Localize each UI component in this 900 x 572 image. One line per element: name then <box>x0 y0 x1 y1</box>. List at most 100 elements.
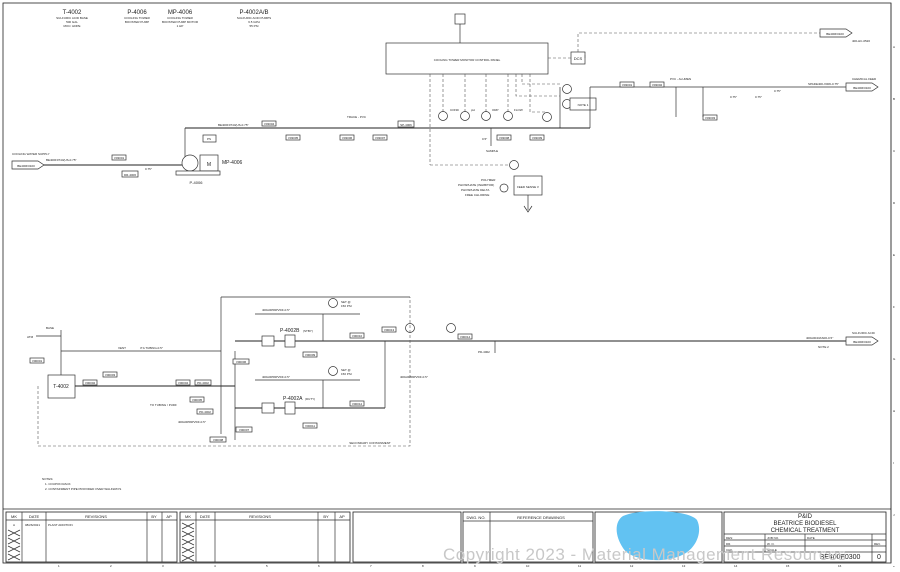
grid-letter: F <box>893 305 895 309</box>
svg-text:SULFURIC ACID PUMPS: SULFURIC ACID PUMPS <box>237 16 271 20</box>
svg-text:V00001: V00001 <box>32 359 43 363</box>
grid-number: 9 <box>474 564 476 567</box>
svg-text:0.75": 0.75" <box>774 89 781 93</box>
svg-text:TO TUBING / PUDF: TO TUBING / PUDF <box>150 403 177 407</box>
svg-text:55 PSI: 55 PSI <box>249 24 258 28</box>
svg-text:BOOSTER PUMP MOTOR: BOOSTER PUMP MOTOR <box>162 20 199 24</box>
svg-text:V00014: V00014 <box>460 335 471 339</box>
svg-text:M: M <box>207 162 211 168</box>
svg-text:400A0059PVDF-0.5": 400A0059PVDF-0.5" <box>400 375 428 379</box>
svg-text:V00002: V00002 <box>85 381 96 385</box>
suction-valve-1 <box>82 379 98 386</box>
svg-text:JOB NO.: JOB NO. <box>767 536 779 540</box>
grid-number: 5 <box>266 564 268 567</box>
svg-text:1 HP: 1 HP <box>177 24 184 28</box>
svg-text:DR.: DR. <box>726 542 731 546</box>
drawing-project: BEATRICE BIODIESEL <box>774 521 838 527</box>
svg-text:SET @: SET @ <box>341 368 351 372</box>
reference-drawings-table <box>462 511 594 563</box>
svg-text:BE400F0100: BE400F0100 <box>853 340 871 344</box>
grid-number: 4 <box>214 564 216 567</box>
grid-letter: D <box>893 201 896 205</box>
equipment-legend: T-4002 SULFURIC ACID BASE 500 GAL MOC: H… <box>56 10 271 28</box>
svg-text:400A0059PVDF-0.5": 400A0059PVDF-0.5" <box>262 308 290 312</box>
svg-text:REV.: REV. <box>874 542 881 546</box>
svg-text:V03002: V03002 <box>652 83 663 87</box>
svg-text:T-4002: T-4002 <box>53 384 69 390</box>
svg-text:BOOSTER PUMP: BOOSTER PUMP <box>125 20 149 24</box>
svg-text:400A0059PVDF-0.5": 400A0059PVDF-0.5" <box>262 375 290 379</box>
valve-tag-right-1 <box>619 81 635 88</box>
svg-text:V03007: V03007 <box>375 136 386 140</box>
svg-text:V00003: V00003 <box>105 373 116 377</box>
svg-text:BE400F0100: BE400F0100 <box>826 32 844 36</box>
svg-text:ATM: ATM <box>27 335 34 339</box>
orp-sensor <box>481 111 491 121</box>
legend-p4002ab: P-4002A/B SULFURIC ACID PUMPS 6.5 GPH 55… <box>237 10 271 28</box>
grid-number: 13 <box>682 564 686 567</box>
control-panel-box <box>385 42 549 75</box>
svg-text:V03004: V03004 <box>264 122 275 126</box>
grid-number: 3 <box>162 564 164 567</box>
header-valve-3 <box>209 436 227 443</box>
svg-text:DCS: DCS <box>574 56 583 61</box>
revisions-table-1 <box>5 511 178 563</box>
svg-text:PHOSPHATE DELTA: PHOSPHATE DELTA <box>461 188 489 192</box>
svg-text:COND: COND <box>450 108 460 112</box>
svg-text:FLOW: FLOW <box>514 108 523 112</box>
svg-text:SULFURIC ACID BASE: SULFURIC ACID BASE <box>56 16 88 20</box>
svg-text:BASE: BASE <box>46 326 54 330</box>
svg-text:400A0059PVDF-0.5": 400A0059PVDF-0.5" <box>178 420 206 424</box>
pump-b-discharge-valve <box>349 332 365 339</box>
svg-text:DR-4006: DR-4006 <box>124 173 136 177</box>
svg-text:DATE: DATE <box>29 514 40 519</box>
valve-tag-main-3 <box>339 134 355 141</box>
svg-text:PVC - ALUMEN: PVC - ALUMEN <box>670 77 691 81</box>
drawing-notes: NOTES: 1. COUPON RACK 2. CONTAINMENT PIP… <box>42 477 121 491</box>
revisions-table-2 <box>179 511 351 563</box>
discharge-valve-2 <box>457 333 473 340</box>
svg-text:V00010: V00010 <box>352 334 363 338</box>
svg-text:T-4002: T-4002 <box>63 10 82 16</box>
drawing-type: P&ID <box>798 514 813 520</box>
flow-sensor <box>503 111 513 121</box>
valve-tag-main-6 <box>529 134 545 141</box>
svg-text:1. COUPON RACK: 1. COUPON RACK <box>45 482 71 486</box>
svg-text:0.5": 0.5" <box>482 137 487 141</box>
sample-point-tag <box>397 120 415 128</box>
grid-number: 10 <box>526 564 530 567</box>
svg-text:08/26/2021: 08/26/2021 <box>25 523 40 527</box>
pump-a-discharge-valve <box>349 400 365 407</box>
svg-text:V00006: V00006 <box>236 360 247 364</box>
svg-text:(DUTY): (DUTY) <box>305 397 315 401</box>
title-block: MK DATE REVISIONS BY AP A 08/26/2021 PLA… <box>3 508 891 563</box>
grid-letter: G <box>893 357 896 361</box>
grid-number: 11 <box>578 564 581 567</box>
cooling-tower-section: COOLING TOWER MONITOR CONTROL PANEL DCS … <box>11 28 879 213</box>
svg-text:150 PSI: 150 PSI <box>341 304 352 308</box>
grid-number: 6 <box>318 564 320 567</box>
svg-text:V00013: V00013 <box>384 328 395 332</box>
svg-text:DATE: DATE <box>200 514 211 519</box>
svg-text:6.5 GPH: 6.5 GPH <box>248 20 260 24</box>
header-valve-2 <box>235 426 253 433</box>
svg-text:P-4002A/B: P-4002A/B <box>239 10 268 16</box>
ph-sensor <box>460 111 470 121</box>
svg-text:CHEMICAL FEED: CHEMICAL FEED <box>852 77 877 81</box>
discharge-flow-bubble <box>446 323 456 333</box>
svg-text:0.75": 0.75" <box>755 95 762 99</box>
pump-p4002b <box>284 334 296 348</box>
grid-number: 2 <box>110 564 112 567</box>
valve-tag-main-4 <box>372 134 388 141</box>
svg-text:0.75": 0.75" <box>730 95 737 99</box>
svg-text:P-4002B: P-4002B <box>280 328 300 334</box>
header-valve-1 <box>232 358 250 365</box>
svg-text:P-4006: P-4006 <box>127 10 147 16</box>
suction-valve-3 <box>175 379 191 386</box>
discharge-valve-1 <box>381 326 397 333</box>
booster-pump-p4006 <box>181 154 199 172</box>
pump-p4002a-calibration <box>261 402 275 414</box>
pressure-switch <box>202 134 217 143</box>
